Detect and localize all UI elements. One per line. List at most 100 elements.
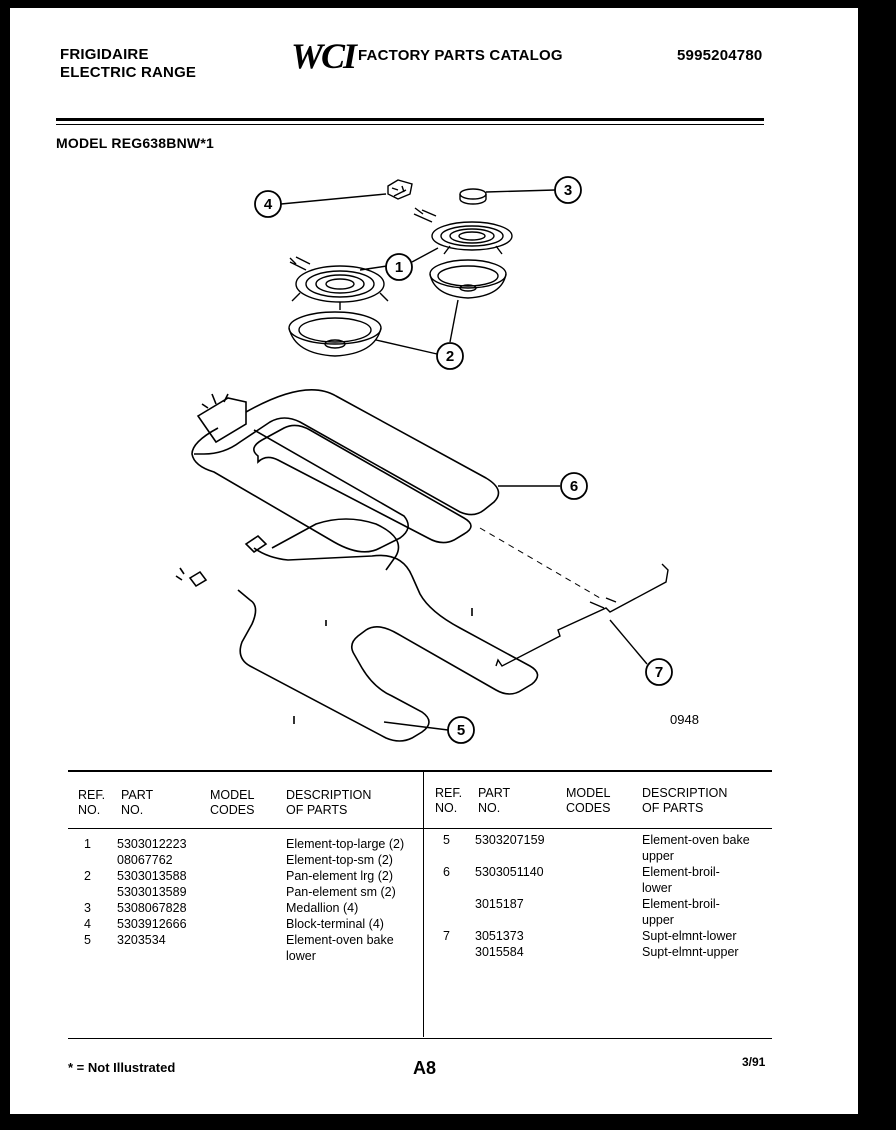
right-header-description: DESCRIPTION OF PARTS (642, 786, 727, 816)
table-cell (84, 884, 91, 900)
table-cell: Supt-elmnt-lower (642, 929, 737, 943)
revision-date: 3/91 (742, 1055, 766, 1069)
table-cell: 5 (84, 933, 91, 947)
table-cell (443, 912, 450, 928)
table-cell: Element-top-sm (2) (286, 853, 393, 867)
callout-7: 7 (655, 664, 663, 681)
header-rule-thin (56, 124, 764, 125)
small-pan-drawing (429, 259, 507, 299)
header-rule-thick (56, 118, 764, 121)
table-cell (443, 880, 450, 896)
table-cell: 2 (84, 869, 91, 883)
header-text: OF PARTS (286, 803, 348, 817)
table-cell: 3 (84, 901, 91, 915)
table-cell: 5308067828 (117, 901, 187, 915)
table-cell: Block-terminal (4) (286, 917, 384, 931)
right-part-column: 5303207159 5303051140 3015187 3051373 30… (475, 832, 545, 960)
table-cell (443, 896, 450, 912)
block-terminal-drawing (387, 179, 413, 200)
left-header-model: MODEL CODES (210, 788, 254, 818)
large-pan-drawing (288, 311, 382, 357)
callout-5: 5 (457, 722, 465, 739)
callout-6: 6 (570, 478, 578, 495)
table-cell: Pan-element lrg (2) (286, 869, 393, 883)
right-description-column: Element-oven bake upper Element-broil- l… (642, 832, 750, 960)
table-cell: Element-oven bake (286, 933, 394, 947)
table-cell (475, 880, 545, 896)
left-part-column: 5303012223 08067762 5303013588 530301358… (117, 836, 187, 948)
catalog-title: FACTORY PARTS CATALOG (358, 47, 563, 64)
table-cell: 4 (84, 917, 91, 931)
header-text: NO. (435, 801, 458, 815)
bake-element-drawing (175, 518, 539, 742)
table-cell: upper (642, 913, 674, 927)
page-number: A8 (413, 1058, 437, 1078)
header-text: DESCRIPTION (642, 786, 728, 800)
header-text: CODES (566, 801, 611, 815)
exploded-parts-diagram: 1 2 3 4 5 6 7 (175, 176, 673, 744)
catalog-number: 5995204780 (677, 47, 763, 64)
brand-line-2: ELECTRIC RANGE (60, 64, 197, 81)
table-cell: lower (286, 949, 316, 963)
table-cell (443, 848, 450, 864)
wci-logo: WCI (291, 36, 357, 76)
table-cell (475, 848, 545, 864)
table-cell: 5 (443, 833, 450, 847)
header-text: MODEL (566, 786, 611, 800)
table-cell: 5303012223 (117, 837, 187, 851)
table-column-divider (423, 771, 424, 1037)
table-cell: 6 (443, 865, 450, 879)
left-header-description: DESCRIPTION OF PARTS (286, 788, 371, 818)
table-cell: lower (642, 881, 672, 895)
header-text: NO. (478, 801, 501, 815)
catalog-page: FRIGIDAIRE ELECTRIC RANGE WCI FACTORY PA… (10, 8, 858, 1114)
header-text: DESCRIPTION (286, 788, 372, 802)
table-top-rule (68, 770, 772, 772)
left-ref-column: 1 2 3 4 5 (84, 836, 91, 948)
figure-code: 0948 (670, 712, 699, 727)
right-ref-column: 5 6 7 (443, 832, 450, 944)
small-burner-drawing (413, 207, 513, 255)
header-text: NO. (78, 803, 101, 817)
right-header-ref: REF. NO. (435, 786, 462, 816)
table-cell: 5303912666 (117, 917, 187, 931)
table-cell: Element-broil- (642, 865, 720, 879)
table-cell: 5303207159 (475, 833, 545, 847)
table-cell: 3015187 (475, 897, 524, 911)
table-cell: 08067762 (117, 853, 173, 867)
table-cell: 1 (84, 837, 91, 851)
header-text: OF PARTS (642, 801, 704, 815)
header-text: REF. (435, 786, 463, 800)
table-cell: Pan-element sm (2) (286, 885, 396, 899)
table-cell: 5303013588 (117, 869, 187, 883)
right-header-part: PART NO. (478, 786, 510, 816)
broil-element-drawing (191, 389, 500, 553)
callout-1: 1 (395, 259, 403, 276)
callout-3: 3 (564, 182, 572, 199)
right-header-model: MODEL CODES (566, 786, 610, 816)
table-bottom-rule (68, 1038, 772, 1039)
table-cell (475, 912, 545, 928)
table-cell: 5303051140 (475, 865, 544, 879)
table-cell: 3203534 (117, 933, 166, 947)
table-cell: 3015584 (475, 945, 524, 959)
header-text: CODES (210, 803, 255, 817)
model-label: MODEL REG638BNW*1 (56, 135, 214, 151)
table-cell: Supt-elmnt-upper (642, 945, 739, 959)
left-description-column: Element-top-large (2) Element-top-sm (2)… (286, 836, 404, 964)
callout-4: 4 (264, 196, 273, 213)
callout-2: 2 (446, 348, 454, 365)
header-text: PART (478, 786, 511, 800)
left-header-part: PART NO. (121, 788, 153, 818)
table-cell: upper (642, 849, 674, 863)
large-burner-drawing (289, 256, 389, 310)
table-cell: Element-broil- (642, 897, 720, 911)
table-cell: 5303013589 (117, 885, 187, 899)
header-text: PART (121, 788, 154, 802)
header-text: MODEL (210, 788, 255, 802)
table-cell: Element-top-large (2) (286, 837, 405, 851)
table-cell: Element-oven bake (642, 833, 750, 847)
table-cell: 3051373 (475, 929, 524, 943)
brand-line-1: FRIGIDAIRE (60, 46, 149, 63)
table-cell: Medallion (4) (286, 901, 359, 915)
